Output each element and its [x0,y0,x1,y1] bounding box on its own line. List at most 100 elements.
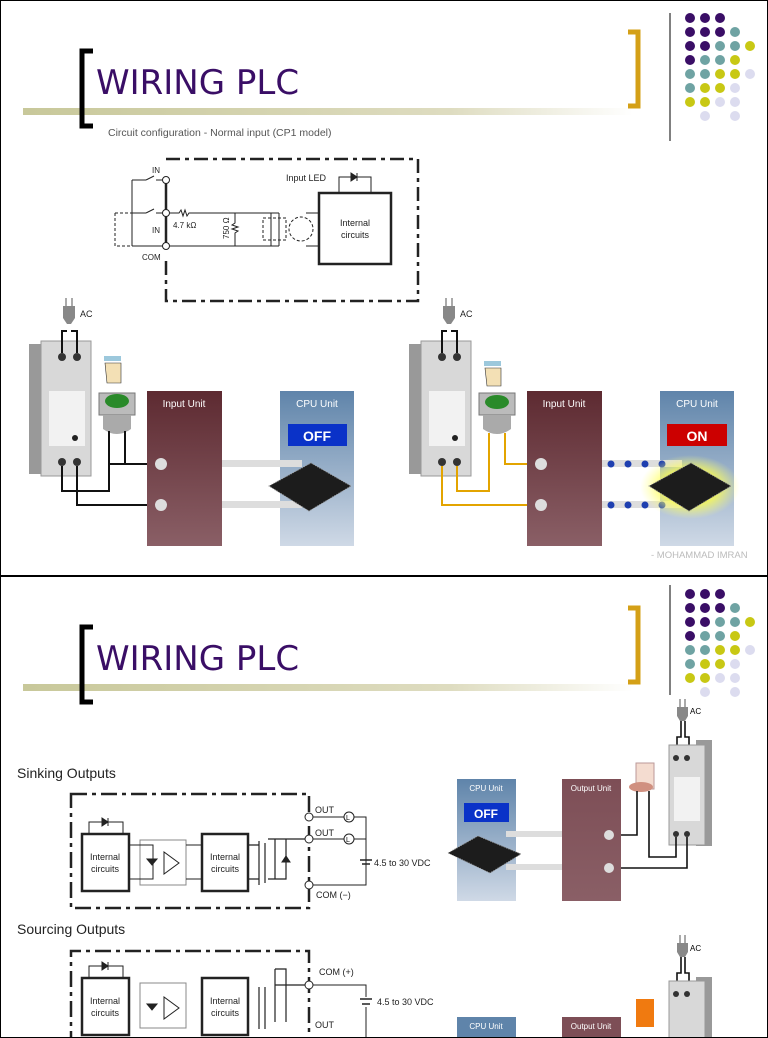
decorative-dot [715,41,725,51]
decorative-dot [685,83,695,93]
input-unit-label: Input Unit [163,399,206,410]
cpu-unit-label: CPU Unit [676,399,718,410]
cpu-unit-label: CPU Unit [469,784,503,793]
decorative-dot [730,111,740,121]
label-internal: Internal [90,996,120,1006]
on-state-badge [667,424,727,446]
circuit-labels: IN IN COM 4.7 kΩ 750 Ω Input LED Interna… [142,166,370,262]
slide-header: WIRING PLC Circuit configuration - Norma… [23,13,755,141]
decorative-dot [715,13,725,23]
decorative-dot-grid [685,589,755,697]
decorative-dot [715,97,725,107]
label-resistor: 4.7 kΩ [173,221,196,230]
decorative-dot [730,659,740,669]
page-title: WIRING PLC [96,639,299,679]
decorative-dot [730,645,740,655]
decorative-dot [700,55,710,65]
label-circuits-2: circuits [211,1008,240,1018]
right-bracket [628,29,641,109]
load-1: L [346,815,350,822]
cpu-chip [648,462,732,512]
title-underline-bar [23,108,633,115]
ac-label: AC [690,707,701,716]
decorative-dot [715,83,725,93]
input-unit-label: Input Unit [543,399,586,410]
cpu-unit-label: CPU Unit [469,1022,503,1031]
decorative-dot [745,69,755,79]
sinking-outputs-diagram [69,792,372,910]
label-out: OUT [315,1020,335,1030]
decorative-dot [730,69,740,79]
label-internal: Internal [90,852,120,862]
decorative-dot [700,41,710,51]
cpu-unit-label: CPU Unit [296,399,338,410]
decorative-dot [685,27,695,37]
decorative-dot [730,673,740,683]
label-out-2: OUT [315,828,335,838]
illustration-input-on: AC Input Unit CPU Unit ON [409,298,740,546]
sourcing-outputs-heading: Sourcing Outputs [17,921,125,937]
decorative-dot [685,617,695,627]
label-circuits: circuits [91,1008,120,1018]
decorative-dot [685,673,695,683]
decorative-dot [715,617,725,627]
slide-1-canvas: WIRING PLC Circuit configuration - Norma… [23,13,755,561]
off-state-text: OFF [303,428,331,444]
ac-label: AC [690,944,701,953]
decorative-dot [730,83,740,93]
decorative-dot [700,97,710,107]
decorative-dot [700,617,710,627]
slide-2: WIRING PLC Sinking Outputs Internal circ… [0,576,768,1038]
off-state-text: OFF [474,807,498,821]
decorative-dot [700,687,710,697]
sinking-labels: Internal circuits Internal circuits OUT … [90,805,431,900]
illustration-output-off: AC CPU Unit OFF Output Unit [446,699,712,901]
decorative-dot [745,645,755,655]
illustration-output-on: AC CPU Unit Output Unit [457,935,712,1037]
decorative-dot [685,69,695,79]
decorative-dot [685,13,695,23]
decorative-dot [730,55,740,65]
decorative-dot [685,603,695,613]
right-bracket [628,605,641,685]
slide-header: WIRING PLC [23,585,755,705]
decorative-dot [745,41,755,51]
sourcing-labels: Internal circuits Internal circuits COM … [90,967,434,1030]
decorative-dot [715,69,725,79]
output-unit-label: Output Unit [571,1022,612,1031]
label-input-led: Input LED [286,173,327,183]
slide-1: WIRING PLC Circuit configuration - Norma… [0,0,768,576]
decorative-dot [730,41,740,51]
decorative-dot [715,27,725,37]
cpu-chip [446,835,523,874]
decorative-dot [700,13,710,23]
decorative-dot [685,55,695,65]
decorative-dot [730,603,740,613]
label-in-mid: IN [152,226,160,235]
label-com: COM [142,253,161,262]
decorative-dot [700,83,710,93]
decorative-dot [715,603,725,613]
ac-label: AC [80,309,93,319]
decorative-dot [745,617,755,627]
output-unit-box [562,779,621,901]
decorative-dot [730,27,740,37]
ac-label: AC [460,309,473,319]
label-out-1: OUT [315,805,335,815]
label-resistor-750: 750 Ω [222,217,231,239]
decorative-dot [685,97,695,107]
output-unit-label: Output Unit [571,784,612,793]
cpu-chip [268,462,352,512]
decorative-dot [715,631,725,641]
off-state-badge [288,424,347,446]
label-in-top: IN [152,166,160,175]
page-title: WIRING PLC [96,63,299,103]
decorative-dot [715,55,725,65]
input-circuit-diagram [114,157,420,303]
illustration-input-off: AC Input Unit CPU Unit OFF [29,298,354,546]
decorative-dot [700,631,710,641]
title-underline-bar [23,684,633,691]
decorative-dot [715,659,725,669]
decorative-dot [685,589,695,599]
decorative-dot [700,27,710,37]
